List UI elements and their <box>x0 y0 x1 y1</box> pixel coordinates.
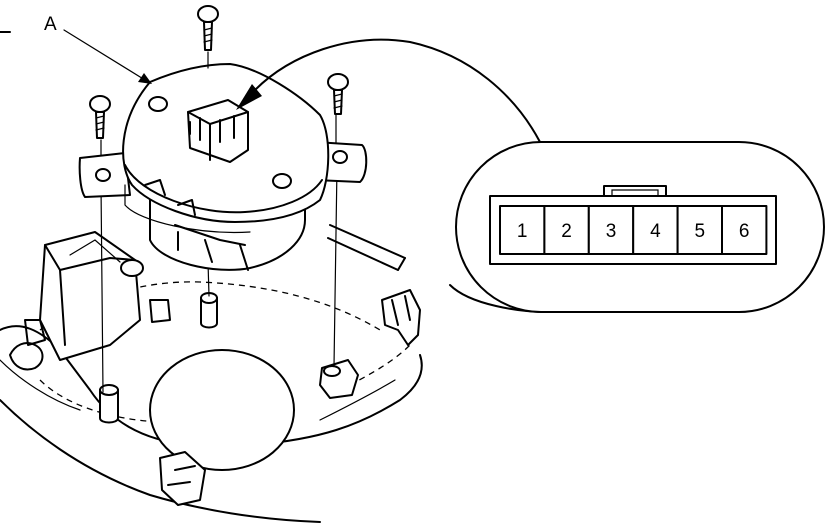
connector-pin-2: 2 <box>543 205 590 255</box>
connector-pin-number: 2 <box>561 221 572 242</box>
connector-pin-cell <box>721 205 768 255</box>
housing-base <box>0 31 423 523</box>
connector-pin-number: 4 <box>650 221 661 242</box>
callout-a: A <box>44 14 152 84</box>
connector-pin-cell <box>499 205 546 255</box>
connector-pin-cell <box>587 205 635 255</box>
screw-left <box>89 95 111 139</box>
connector-pin-5: 5 <box>676 205 723 255</box>
connector-pin-row: 1 2 3 4 5 6 <box>499 205 768 255</box>
connector-pin-cell <box>543 205 590 255</box>
connector-pin-number: 6 <box>739 221 750 242</box>
connector-pin-1: 1 <box>499 205 546 255</box>
connector-pin-3: 3 <box>587 205 635 255</box>
screw-right <box>327 73 349 115</box>
connector-pin-6: 6 <box>721 205 768 255</box>
connector-pin-4: 4 <box>632 205 679 255</box>
connector-pin-cell <box>676 205 723 255</box>
connector-pin-number: 5 <box>695 221 706 242</box>
connector-pin-cell <box>632 205 679 255</box>
screw-top <box>197 5 219 69</box>
connector-pin-number: 1 <box>517 221 528 242</box>
connector-pin-number: 3 <box>606 221 617 242</box>
actuator-motor <box>78 63 368 271</box>
connector-detail-callout: 1 2 3 4 5 6 <box>236 38 825 313</box>
callout-label-a: A <box>44 14 57 35</box>
